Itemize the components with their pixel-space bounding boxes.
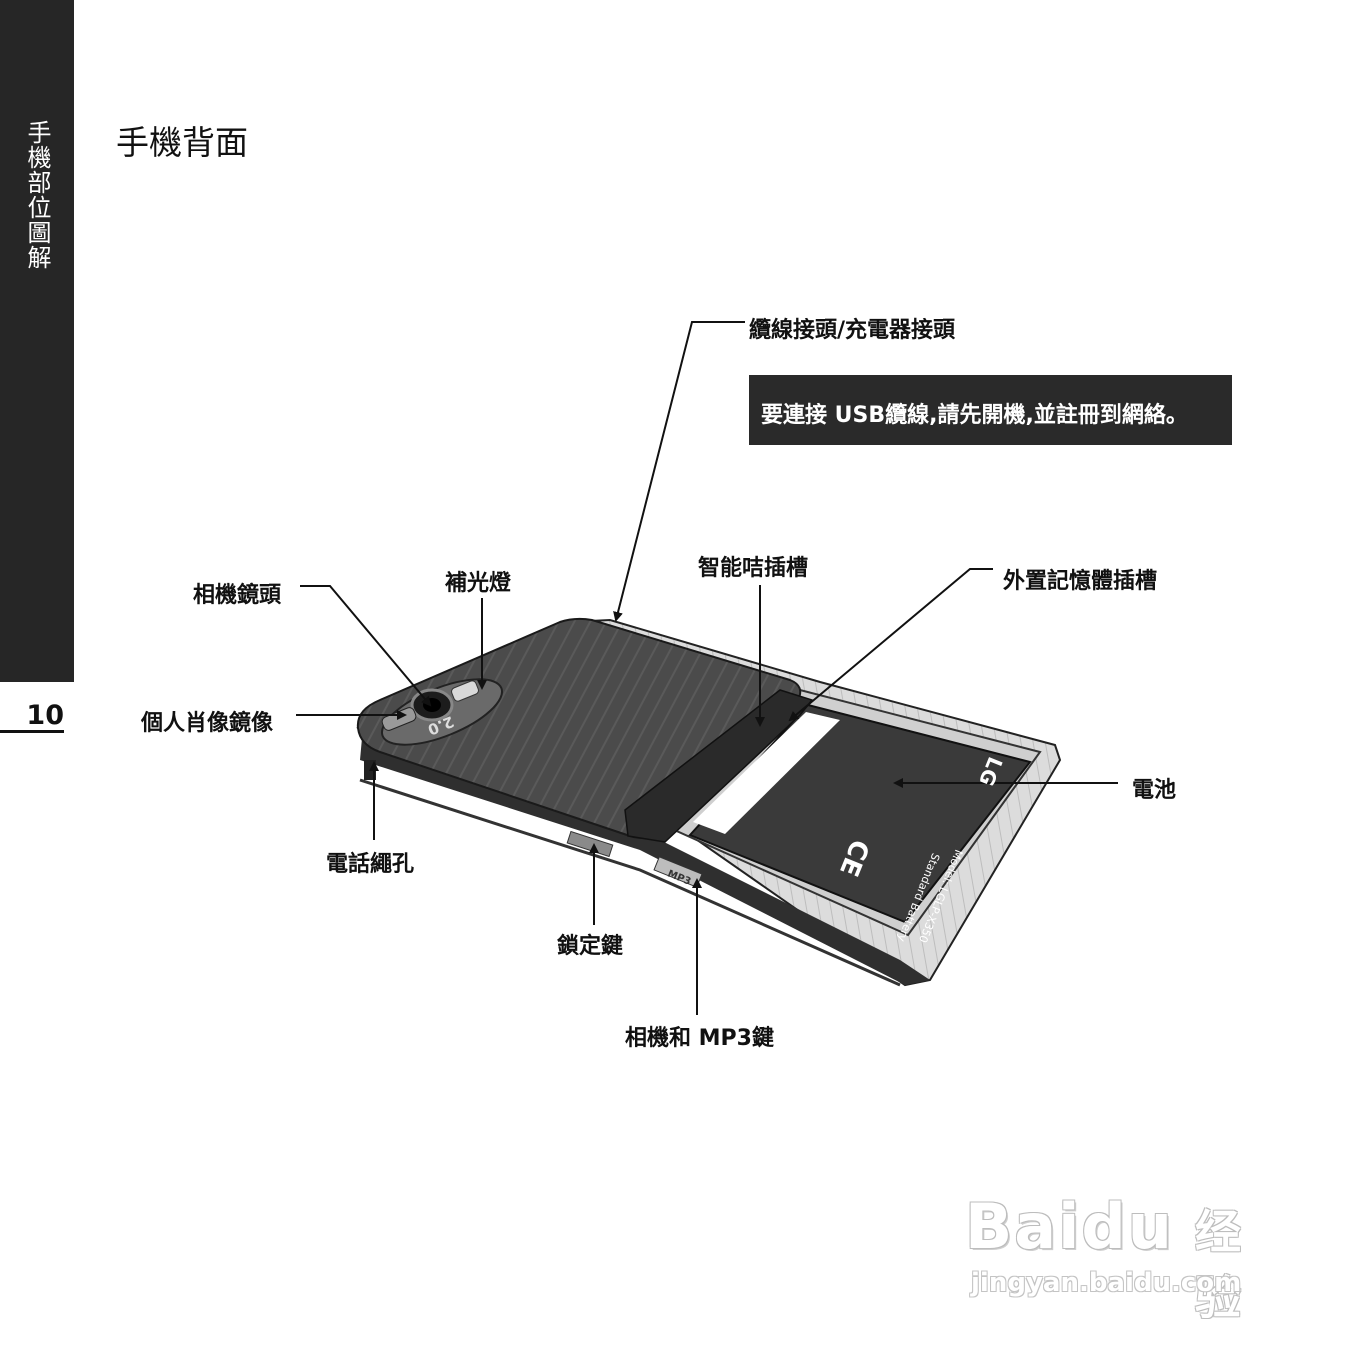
baidu-watermark: Baidu 经验 jingyan.baidu.com — [965, 1160, 1285, 1325]
watermark-sub: 经验 — [1195, 1205, 1241, 1325]
label-camera-mp3-key: 相機和 MP3鍵 — [625, 1026, 774, 1051]
battery-label-strip — [693, 712, 840, 834]
leader-cable-connector — [613, 321, 745, 622]
leader-camera-lens — [300, 585, 432, 707]
watermark-brand: Baidu — [965, 1190, 1174, 1263]
label-strap-hole: 電話繩孔 — [326, 852, 415, 877]
page-number-underline — [0, 730, 64, 733]
watermark-url: jingyan.baidu.com — [971, 1268, 1242, 1298]
leader-memory-slot — [788, 568, 993, 722]
sidebar-section-title: 手機部位圖解 — [23, 120, 51, 270]
label-smart-card-slot: 智能咭插槽 — [698, 556, 809, 581]
label-battery: 電池 — [1132, 778, 1177, 803]
label-camera-lens: 相機鏡頭 — [193, 583, 282, 608]
usb-note-text: 要連接 USB纜線,請先開機,並註冊到網絡。 — [761, 403, 1188, 428]
label-cable-connector: 纜線接頭/充電器接頭 — [749, 318, 956, 343]
page-title: 手機背面 — [116, 123, 248, 162]
label-lock-key: 鎖定鍵 — [557, 934, 624, 959]
usb-note-box: 要連接 USB纜線,請先開機,並註冊到網絡。 — [749, 375, 1232, 445]
label-memory-slot: 外置記憶體插槽 — [1003, 569, 1158, 594]
label-self-portrait-mirror: 個人肖像鏡像 — [141, 711, 274, 736]
label-flash: 補光燈 — [445, 571, 512, 596]
connector-block — [624, 689, 814, 843]
phone-edge — [360, 738, 930, 985]
page-number: 10 — [26, 700, 64, 731]
sidebar-tab: 手機部位圖解 — [0, 0, 74, 682]
